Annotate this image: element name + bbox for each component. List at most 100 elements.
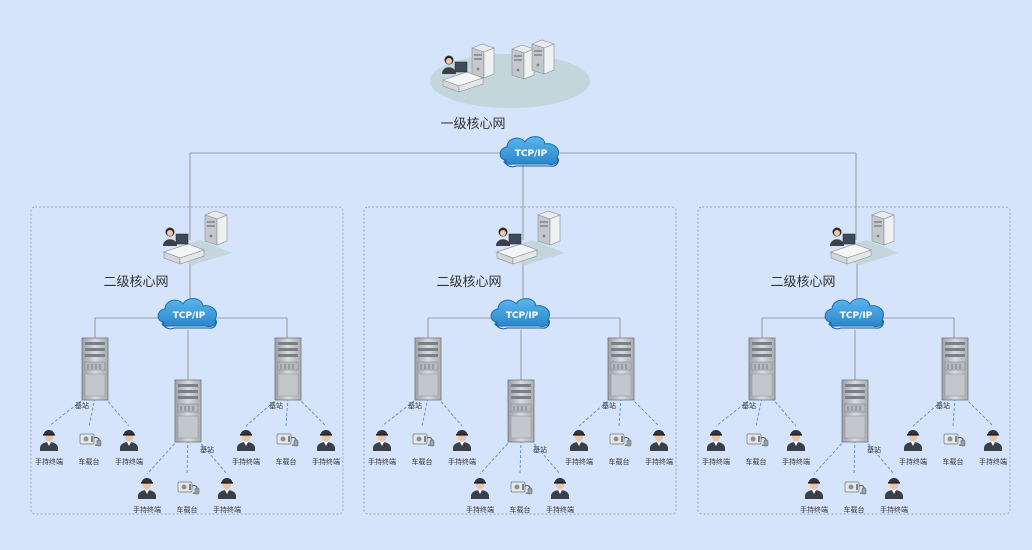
terminal-label: 手持终端 [979,457,1007,466]
top-server-icon [511,44,535,80]
handheld-terminal-icon [373,430,391,451]
terminal-label: 车载台 [746,457,767,466]
terminal-label: 手持终端 [213,505,241,514]
radio-link [186,439,189,475]
base-station-label: 基站 [602,401,616,410]
terminal-label: 车载台 [609,457,630,466]
terminal-label: 手持终端 [133,505,161,514]
base-station-rack-icon [507,379,535,443]
handheld-terminal-icon [904,430,922,451]
vehicle-radio-icon [79,433,102,447]
handheld-terminal-icon [650,430,668,451]
radio-link [755,397,763,427]
radio-link [88,397,96,427]
base-station-label: 基站 [75,401,89,410]
terminal-label: 手持终端 [35,457,63,466]
handheld-terminal-icon [805,478,823,499]
top-core-network-label: 一级核心网 [440,117,505,132]
region-server-icon [871,210,895,246]
handheld-terminal-icon [237,430,255,451]
terminal-label: 车载台 [943,457,964,466]
terminal-label: 手持终端 [115,457,143,466]
top-server-icon [471,43,495,79]
base-station-rack-icon [841,379,869,443]
region-frame [30,206,344,515]
region-protocol-label: TCP/IP [840,311,873,321]
radio-link [519,439,522,475]
base-station-label: 基站 [867,445,881,454]
radio-link [771,397,797,427]
base-station-label: 基站 [200,445,214,454]
radio-link [104,397,130,427]
terminal-label: 手持终端 [232,457,260,466]
handheld-terminal-icon [120,430,138,451]
radio-link [381,397,419,427]
radio-link [813,439,846,475]
vehicle-radio-icon [844,481,867,495]
region-core-network-label: 二级核心网 [436,275,501,290]
region-core-network-label: 二级核心网 [103,275,168,290]
radio-link [421,397,429,427]
terminal-label: 车载台 [79,457,100,466]
base-station-label: 基站 [742,401,756,410]
base-station-label: 基站 [408,401,422,410]
region-protocol-label: TCP/IP [173,311,206,321]
radio-link [245,397,279,427]
region-protocol-label: TCP/IP [506,311,539,321]
top-protocol-label: TCP/IP [515,149,548,159]
radio-link [578,397,612,427]
radio-link [618,397,622,427]
base-station-rack-icon [748,337,776,401]
region-server-icon [204,210,228,246]
radio-link [952,397,956,427]
radio-link [530,439,561,475]
region-frame [697,206,1011,515]
radio-link [912,397,946,427]
radio-link [853,439,856,475]
vehicle-radio-icon [943,433,966,447]
top-server-icon [531,39,555,75]
region-core-network-label: 二级核心网 [770,275,835,290]
terminal-label: 手持终端 [546,505,574,514]
handheld-terminal-icon [218,478,236,499]
base-station-rack-icon [274,337,302,401]
terminal-label: 手持终端 [448,457,476,466]
vehicle-radio-icon [177,481,200,495]
base-station-rack-icon [414,337,442,401]
handheld-terminal-icon [984,430,1002,451]
terminal-label: 车载台 [510,505,531,514]
terminal-label: 车载台 [844,505,865,514]
vehicle-radio-icon [412,433,435,447]
handheld-terminal-icon [453,430,471,451]
handheld-terminal-icon [551,478,569,499]
terminal-label: 手持终端 [800,505,828,514]
terminal-label: 手持终端 [782,457,810,466]
radio-link [630,397,660,427]
terminal-label: 手持终端 [880,505,908,514]
terminal-label: 手持终端 [899,457,927,466]
terminal-label: 手持终端 [466,505,494,514]
handheld-terminal-icon [40,430,58,451]
terminal-label: 车载台 [276,457,297,466]
base-station-label: 基站 [936,401,950,410]
radio-link [297,397,327,427]
handheld-terminal-icon [570,430,588,451]
terminal-label: 手持终端 [702,457,730,466]
vehicle-radio-icon [609,433,632,447]
vehicle-radio-icon [510,481,533,495]
radio-link [864,439,895,475]
radio-link [715,397,753,427]
base-station-rack-icon [81,337,109,401]
handheld-terminal-icon [787,430,805,451]
region-frame [363,206,677,515]
vehicle-radio-icon [746,433,769,447]
terminal-label: 手持终端 [312,457,340,466]
terminal-label: 手持终端 [565,457,593,466]
handheld-terminal-icon [885,478,903,499]
handheld-terminal-icon [138,478,156,499]
radio-link [285,397,289,427]
terminal-label: 手持终端 [368,457,396,466]
radio-link [197,439,228,475]
base-station-rack-icon [941,337,969,401]
